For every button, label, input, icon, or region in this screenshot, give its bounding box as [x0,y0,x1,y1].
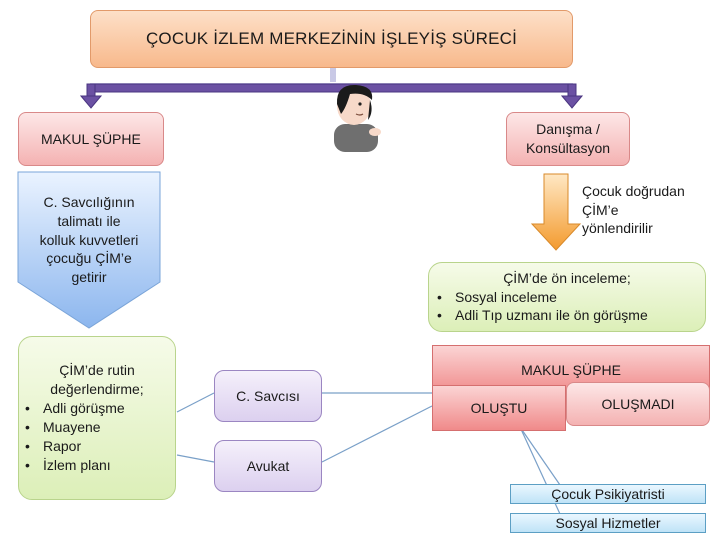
danisma-line: Danışma / [536,121,600,138]
olustu-box: OLUŞTU [432,385,566,431]
on-inceleme-heading: ÇİM’de ön inceleme; [503,269,631,286]
list-item: Adli görüşme [25,399,125,418]
connector-line [321,405,433,463]
olustu-label: OLUŞTU [470,399,528,416]
psikiyatrist-box: Çocuk Psikiyatristi [510,484,706,504]
title-split-arrow [79,68,584,109]
list-item: Muayene [25,418,125,437]
savcilik-talimat-text: C. Savcılığının talimatı ile kolluk kuvv… [18,180,160,300]
savci-label: C. Savcısı [236,387,300,404]
danisma-box: Danışma / Konsültasyon [506,112,630,166]
savci-box: C. Savcısı [214,370,322,422]
rutin-heading: değerlendirme; [50,381,144,398]
psikiyatrist-label: Çocuk Psikiyatristi [551,485,665,502]
avukat-box: Avukat [214,440,322,492]
savcilik-line: kolluk kuvvetleri [39,231,139,248]
connector-line [519,426,561,486]
dogrudan-arrow [530,173,582,251]
page-title: ÇOCUK İZLEM MERKEZİNİN İŞLEYİŞ SÜRECİ [90,10,573,68]
dogrudan-text: Çocuk doğrudan ÇİM’e yönlendirilir [582,178,712,242]
on-inceleme-list: Sosyal inceleme Adli Tıp uzmanı ile ön g… [427,288,648,326]
page-title-text: ÇOCUK İZLEM MERKEZİNİN İŞLEYİŞ SÜRECİ [145,28,518,48]
savcilik-line: talimatı ile [57,212,121,229]
left-makul-suphe-label: MAKUL ŞÜPHE [41,130,141,147]
list-item: Sosyal inceleme [437,288,648,307]
rutin-degerlendirme-box: ÇİM’de rutin değerlendirme; Adli görüşme… [18,336,176,500]
avukat-label: Avukat [246,457,290,474]
person-icon [334,84,381,152]
sosyal-hizmetler-label: Sosyal Hizmetler [555,514,661,531]
list-item: İzlem planı [25,456,125,475]
sosyal-hizmetler-box: Sosyal Hizmetler [510,513,706,533]
list-item: Adli Tıp uzmanı ile ön görüşme [437,306,648,325]
dogrudan-line: Çocuk doğrudan [582,182,685,199]
list-item: Rapor [25,437,125,456]
dogrudan-line: ÇİM’e [582,201,619,218]
connector-line [176,454,215,463]
rutin-list: Adli görüşme Muayene Rapor İzlem planı [15,399,125,475]
savcilik-line: C. Savcılığının [43,193,135,210]
connector-line [176,392,215,413]
right-makul-suphe-label: MAKUL ŞÜPHE [521,361,621,378]
savcilik-line: getirir [71,269,107,286]
dogrudan-line: yönlendirilir [582,220,653,237]
olusmadi-box: OLUŞMADI [566,382,710,426]
olusmadi-label: OLUŞMADI [601,395,675,412]
left-makul-suphe-box: MAKUL ŞÜPHE [18,112,164,166]
rutin-heading: ÇİM’de rutin [59,362,135,379]
on-inceleme-box: ÇİM’de ön inceleme; Sosyal inceleme Adli… [428,262,706,332]
savcilik-line: çocuğu ÇİM’e [46,250,132,267]
danisma-line: Konsültasyon [525,140,611,156]
